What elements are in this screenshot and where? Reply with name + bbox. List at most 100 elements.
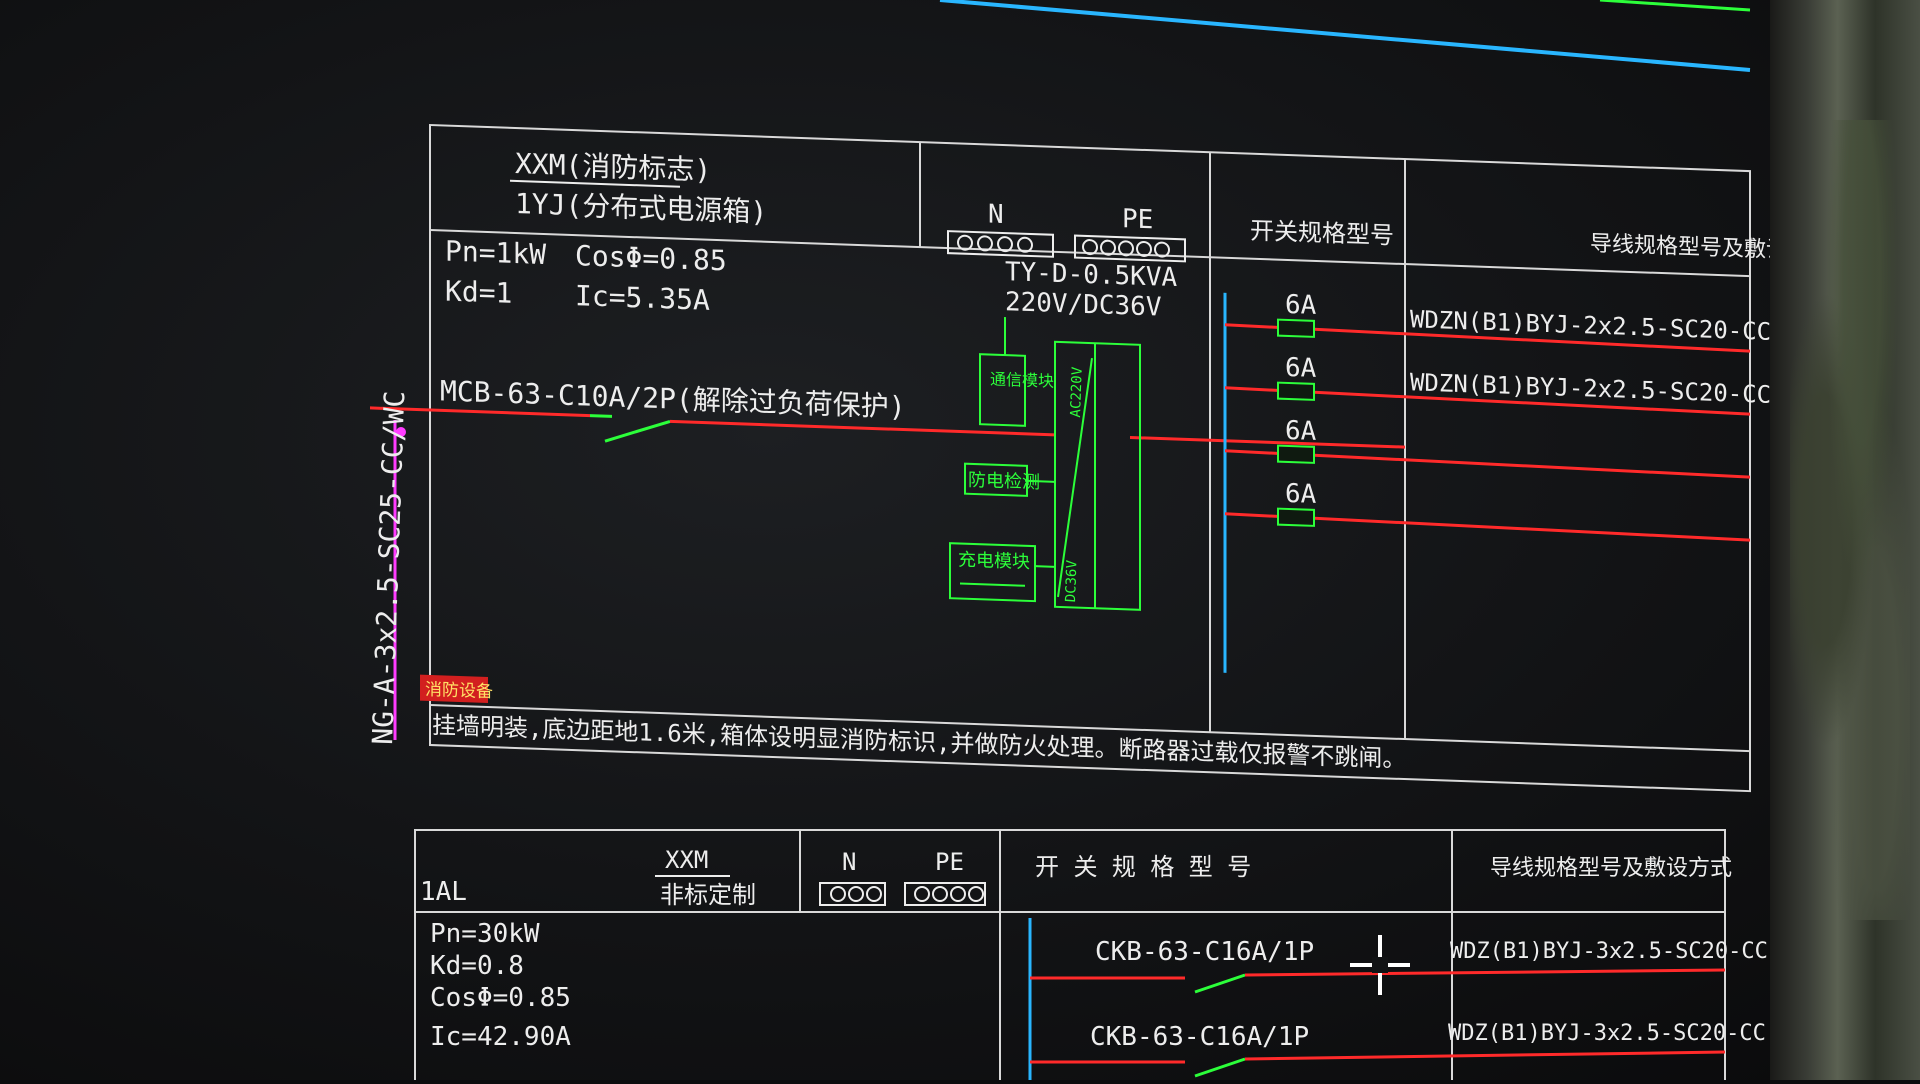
panel2-switch-header: 开 关 规 格 型 号 <box>1035 853 1251 881</box>
incoming-cable-node <box>396 427 406 437</box>
fire-equipment-tag <box>420 674 488 704</box>
transformer-model: TY-D-0.5KVA <box>1005 257 1177 293</box>
fuse-symbol <box>1277 444 1315 464</box>
panel1-title-line1: XXM(消防标志) <box>515 147 711 187</box>
circuit-row[interactable]: CKB-63-C16A/1P WDZ(B1)BYJ-3x2.5-SC20-CC <box>1030 1021 1766 1078</box>
fuse-symbol <box>1277 507 1315 527</box>
outlet-rating: 6A <box>1285 479 1317 510</box>
inverter-dc-label: DC36V <box>1063 559 1080 603</box>
n-busbar <box>819 882 886 906</box>
panel1-install-note: 挂墙明装,底边距地1.6米,箱体设明显消防标识,并做防火处理。断路器过载仅报警不… <box>432 711 1406 773</box>
outlet-row[interactable]: 6A <box>1224 477 1751 542</box>
panel1-frame <box>429 123 1751 793</box>
panel2-name: 1AL <box>420 877 467 907</box>
charge-module-label: 充电模块 <box>958 549 1030 573</box>
transformer-voltage: 220V/DC36V <box>1005 287 1161 322</box>
panel1-cos: CosΦ=0.85 <box>575 239 727 277</box>
n-terminal <box>866 886 882 902</box>
pe-terminal <box>968 886 984 902</box>
pe-terminal <box>950 886 966 902</box>
comm-module-label: 通信模块 <box>990 370 1054 391</box>
panel1-title-line2: 1YJ(分布式电源箱) <box>515 187 767 229</box>
n-terminal <box>1017 236 1033 253</box>
panel2-cable-header: 导线规格型号及敷设方式 <box>1490 856 1732 881</box>
circuit-row[interactable]: CKB-63-C16A/1P WDZ(B1)BYJ-3x2.5-SC20-CC <box>1030 937 1768 994</box>
inverter-ac-label: AC220V <box>1068 366 1086 418</box>
panel2-title-line1: XXM <box>665 846 708 874</box>
module-link <box>1025 479 1055 483</box>
n-terminal <box>977 235 993 252</box>
panel2-kd: Kd=0.8 <box>430 951 524 981</box>
title-underline <box>510 179 680 188</box>
outlet-row[interactable]: 6A WDZN(B1)BYJ-2x2.5-SC20-CC/V <box>1224 288 1800 354</box>
background-plant <box>1790 120 1910 920</box>
fire-tag-label: 消防设备 <box>425 680 493 702</box>
main-feeder-wire <box>670 419 1055 437</box>
pe-terminal <box>932 886 948 902</box>
inverter-box <box>1054 340 1141 611</box>
fuse-symbol <box>1277 318 1315 338</box>
n-terminal <box>957 234 973 251</box>
pe-terminal <box>1136 240 1152 257</box>
pe-busbar <box>904 882 986 906</box>
main-breaker-contact <box>604 419 671 443</box>
pe-busbar <box>1074 234 1186 263</box>
main-breaker-label: MCB-63-C10A/2P(解除过负荷保护) <box>440 374 906 423</box>
pe-terminal <box>1154 241 1170 258</box>
outlet-rating: 6A <box>1285 416 1317 447</box>
n-terminal <box>830 886 846 902</box>
panel2-n-label: N <box>842 848 856 876</box>
main-breaker-terminal <box>590 414 612 418</box>
incoming-cable-label: NG-A-3x2.5-SC25-CC/WC <box>366 390 411 745</box>
pe-terminal <box>914 886 930 902</box>
panel2-pe-label: PE <box>935 848 964 876</box>
module-link <box>1035 565 1055 568</box>
panel-1al: 1AL XXM 非标定制 N PE 开 关 规 格 型 号 导线规格型号及敷设方… <box>414 829 1768 1084</box>
circuit-breaker-label: CKB-63-C16A/1P <box>1090 1022 1309 1052</box>
panel1-switch-header: 开关规格型号 <box>1250 217 1394 250</box>
crosshair-cursor-icon <box>1350 935 1410 995</box>
pe-terminal <box>1100 239 1116 256</box>
panel2-title-line2: 非标定制 <box>660 881 756 909</box>
outlet-rating: 6A <box>1285 353 1317 384</box>
pe-terminal <box>1082 239 1098 256</box>
outlet-cable: WDZN(B1)BYJ-2x2.5-SC20-CC/V <box>1410 368 1800 410</box>
panel1-n-label: N <box>988 200 1004 231</box>
n-terminal <box>997 236 1013 253</box>
cyan-guide-line <box>939 0 1751 72</box>
green-guide-line <box>1599 0 1751 12</box>
n-terminal <box>848 886 864 902</box>
panel1-pe-label: PE <box>1122 204 1153 235</box>
panel1-note-divider <box>430 704 1750 753</box>
panel1-pn: Pn=1kW <box>445 235 546 272</box>
circuit-cable-label: WDZ(B1)BYJ-3x2.5-SC20-CC <box>1450 939 1768 964</box>
charge-module-box <box>949 542 1036 603</box>
outlet-cable: WDZN(B1)BYJ-2x2.5-SC20-CC/V <box>1410 305 1800 347</box>
circuit-cable-label: WDZ(B1)BYJ-3x2.5-SC20-CC <box>1448 1021 1766 1046</box>
circuit-wire <box>1244 1050 1726 1061</box>
inverter-diagonal <box>1057 357 1093 598</box>
circuit-breaker-contact <box>1194 1057 1246 1078</box>
panel2-frame <box>414 829 1726 1084</box>
outlet-row[interactable]: 6A <box>1224 414 1751 479</box>
comm-module-box <box>979 353 1026 427</box>
outlet-rating: 6A <box>1285 290 1317 321</box>
pe-terminal <box>1118 240 1134 257</box>
circuit-breaker-contact <box>1194 973 1246 994</box>
panel-1yj: XXM(消防标志) 1YJ(分布式电源箱) N PE 开关规格型号 导线规格型号… <box>370 123 1810 793</box>
internal-bus-wire <box>1130 435 1405 449</box>
panel1-ic: Ic=5.35A <box>575 279 710 317</box>
outlet-row[interactable]: 6A WDZN(B1)BYJ-2x2.5-SC20-CC/V <box>1224 351 1800 417</box>
circuit-wire <box>1244 968 1726 977</box>
fuse-symbol <box>1277 381 1315 401</box>
monitor-module-label: 防电检测 <box>968 470 1040 494</box>
panel2-pn: Pn=30kW <box>430 919 540 949</box>
incoming-wire <box>370 406 590 418</box>
battery-symbol <box>960 582 1025 587</box>
panel1-kd: Kd=1 <box>445 275 512 310</box>
panel2-ic: Ic=42.90A <box>430 1022 571 1052</box>
circuit-breaker-label: CKB-63-C16A/1P <box>1095 937 1314 967</box>
panel2-cos: CosΦ=0.85 <box>430 983 571 1013</box>
